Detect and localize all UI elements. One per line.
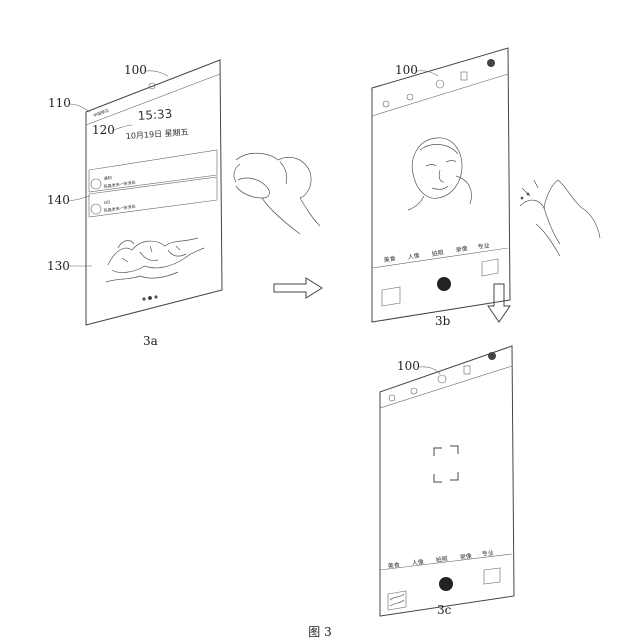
- notification-2-icon: [90, 203, 102, 215]
- phone-3a-body: [85, 59, 223, 326]
- arrow-down: [487, 283, 511, 323]
- notification-card-1: [88, 149, 218, 193]
- ai-icon-3c[interactable]: [437, 374, 447, 384]
- phone-3a-camera: [148, 82, 156, 90]
- notification-card-2: [88, 176, 218, 218]
- mode-portrait-3b[interactable]: 人像: [407, 251, 420, 261]
- shutter-button-3b[interactable]: [437, 277, 451, 291]
- settings-icon[interactable]: [487, 59, 495, 67]
- panel-3b: 美食 人像 拍照 录像 专业 100 3b: [371, 47, 511, 328]
- ref-label-100-3c: 100: [397, 359, 420, 373]
- notification-1-preview: 陈磊发来一条消息: [103, 179, 136, 189]
- leader-110: [68, 103, 91, 113]
- shutter-button-3c[interactable]: [439, 577, 453, 591]
- panel-3a: 中国移动 15:33 10月19日 星期五 通知 陈磊发来一条消息 QQ 陈磊发…: [47, 59, 223, 348]
- phone-3a-status-line: [85, 73, 221, 126]
- filter-icon-3c[interactable]: [463, 365, 471, 375]
- figure-caption: 图 3: [308, 625, 331, 639]
- pinch-hand-sketch: [233, 152, 321, 235]
- lockscreen-time: 15:33: [137, 107, 172, 123]
- ai-icon[interactable]: [435, 79, 445, 89]
- mode-pro-3b[interactable]: 专业: [477, 241, 490, 251]
- arrow-right: [273, 277, 323, 299]
- mode-video-3b[interactable]: 录像: [455, 244, 468, 254]
- mode-photo-3b[interactable]: 拍照: [431, 248, 444, 258]
- leader-140: [67, 195, 91, 202]
- switch-camera-button-3b[interactable]: [481, 258, 499, 277]
- ref-label-120: 120: [92, 123, 115, 137]
- gallery-thumbnail-3c[interactable]: [387, 590, 407, 611]
- wallpaper-sketch: [105, 237, 205, 283]
- phone-3b-body: [371, 47, 511, 323]
- gallery-thumbnail-3b[interactable]: [381, 286, 401, 307]
- settings-icon-3c[interactable]: [488, 352, 496, 360]
- mode-photo-3c[interactable]: 拍照: [435, 555, 448, 564]
- switch-camera-button-3c[interactable]: [483, 567, 501, 585]
- filter-icon[interactable]: [460, 71, 468, 81]
- ref-label-140: 140: [47, 193, 70, 207]
- caption-3a: 3a: [143, 334, 158, 348]
- mode-pro-3c[interactable]: 专业: [481, 549, 494, 558]
- panel-3c: 美食 人像 拍照 录像 专业 100 3c: [379, 345, 515, 617]
- page-indicator-dots: [142, 295, 158, 301]
- swipe-hand-sketch: [519, 179, 601, 257]
- hdr-icon[interactable]: [406, 93, 414, 101]
- phone-3b-bottombar-line: [371, 247, 509, 269]
- mode-portrait-3c[interactable]: 人像: [411, 558, 424, 567]
- camera-modes-3b: 美食 人像 拍照 录像 专业: [383, 241, 490, 264]
- phone-3c-body: [379, 345, 515, 617]
- notification-2-title: QQ: [103, 199, 110, 205]
- leader-120: [111, 124, 133, 132]
- ref-label-100-3b: 100: [395, 63, 418, 77]
- mode-food-3b[interactable]: 美食: [383, 254, 396, 264]
- ref-label-100-3a: 100: [124, 63, 147, 77]
- focus-frame: [433, 445, 459, 483]
- hdr-icon-3c[interactable]: [410, 387, 418, 395]
- ref-label-110: 110: [48, 96, 71, 110]
- viewfinder-face-sketch: [407, 137, 472, 211]
- leader-100-3b: [416, 70, 439, 77]
- ref-label-130: 130: [47, 259, 70, 273]
- top-icons-3b: [382, 59, 495, 108]
- phone-3b-topbar-line: [371, 73, 509, 117]
- gallery-thumbnail-sketch: [389, 593, 405, 607]
- flash-icon-3c[interactable]: [388, 394, 396, 402]
- notification-2-preview: 陈磊发来一条消息: [103, 203, 136, 213]
- mode-food-3c[interactable]: 美食: [387, 561, 400, 570]
- mode-video-3c[interactable]: 录像: [459, 552, 472, 561]
- leader-100-3c: [418, 366, 441, 375]
- caption-3b: 3b: [435, 314, 451, 328]
- status-bar-text: 中国移动: [92, 107, 109, 118]
- camera-modes-3c: 美食 人像 拍照 录像 专业: [387, 549, 494, 570]
- leader-100-3a: [145, 70, 169, 77]
- notification-1-icon: [90, 178, 102, 190]
- phone-3c-topbar-line: [379, 365, 513, 409]
- top-icons-3c: [388, 352, 496, 402]
- caption-3c: 3c: [437, 603, 452, 617]
- lockscreen-date: 10月19日 星期五: [126, 128, 189, 141]
- flash-icon[interactable]: [382, 100, 390, 108]
- notification-1-title: 通知: [103, 174, 112, 181]
- phone-3c-bottombar-line: [379, 553, 513, 571]
